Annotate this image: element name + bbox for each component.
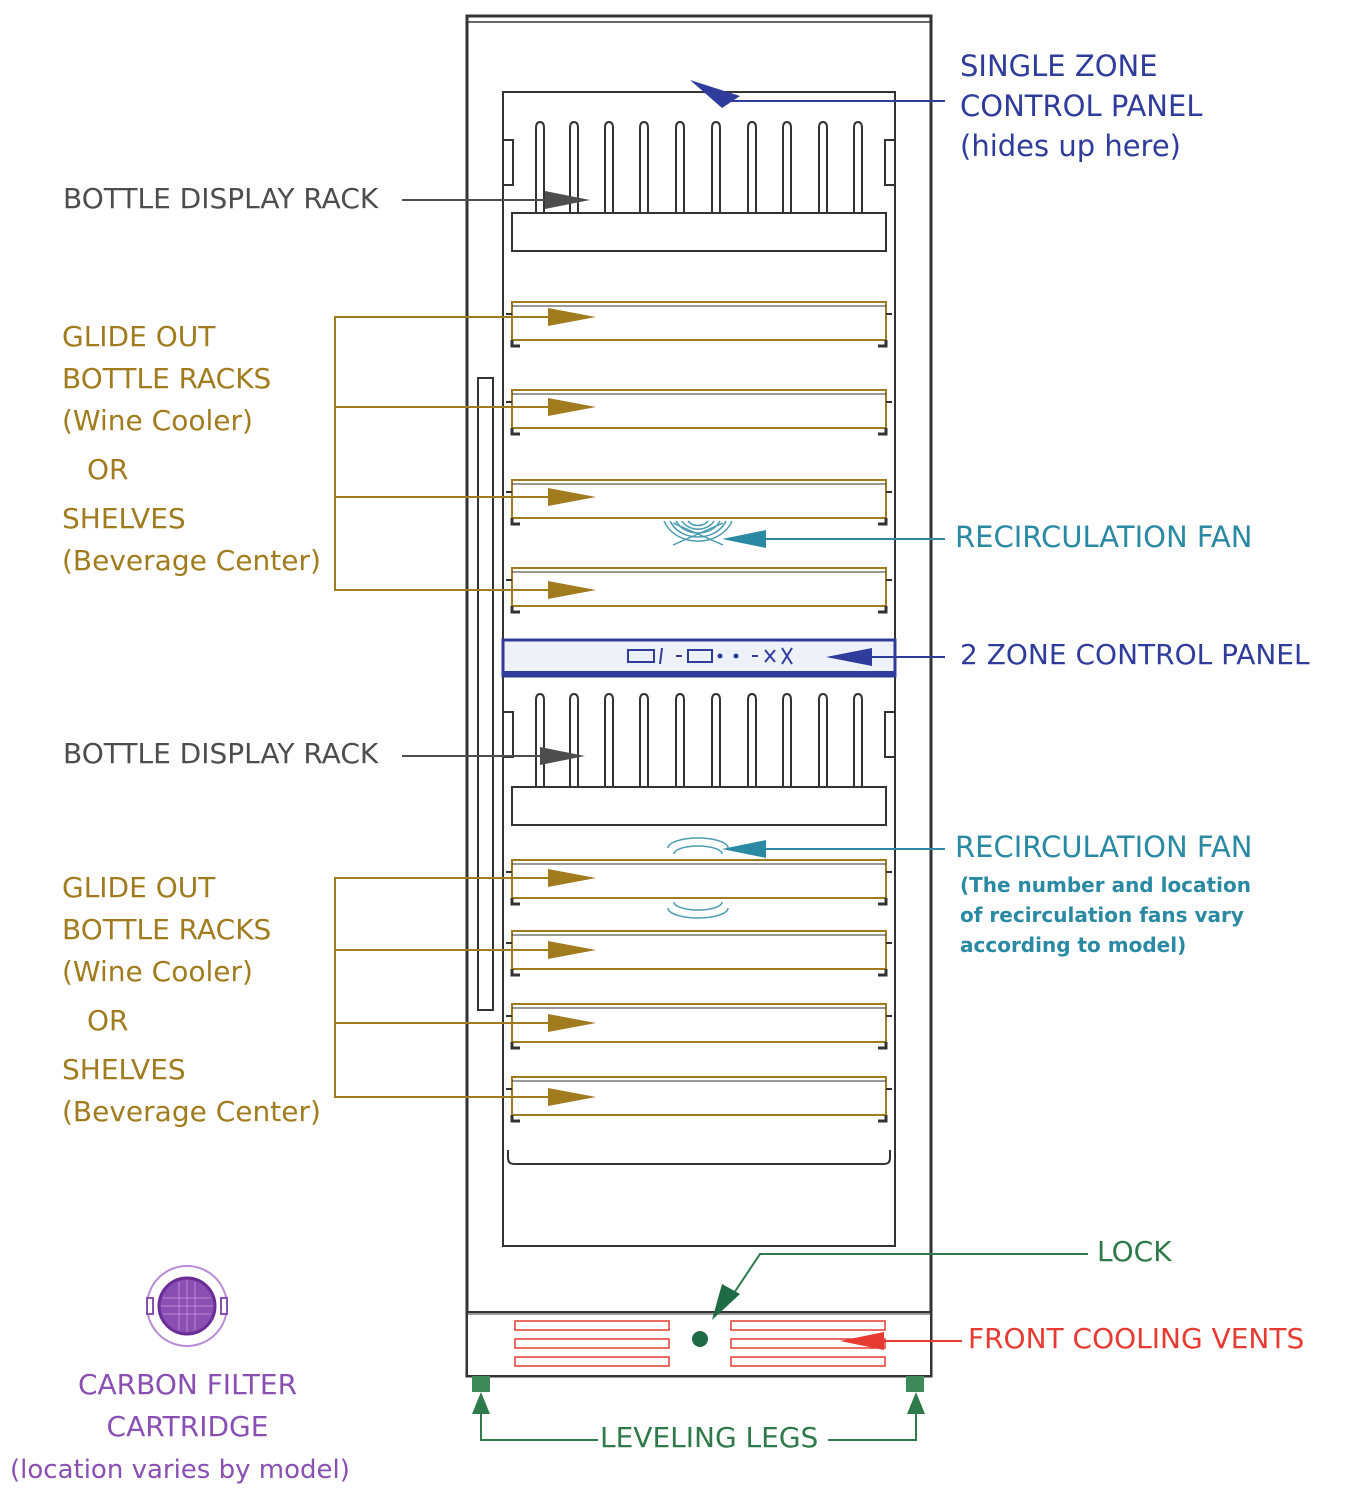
glide-out-rack[interactable]: [506, 567, 892, 614]
rack-wire: [782, 692, 792, 787]
rack-wire: [747, 692, 757, 787]
carbon-filter-note: (location varies by model): [10, 1455, 350, 1485]
glide-out-label-bottom: GLIDE OUT BOTTLE RACKS (Wine Cooler) OR …: [62, 867, 321, 1133]
glide-line: BOTTLE RACKS: [62, 362, 272, 395]
rack-wire: [711, 692, 721, 787]
rack-wire: [818, 692, 828, 787]
rack-wire: [818, 120, 828, 213]
lock-icon[interactable]: [692, 1331, 708, 1347]
glide-line: GLIDE OUT: [62, 871, 216, 904]
rack-wire: [569, 692, 579, 787]
carbon-filter-label: CARBON FILTER CARTRIDGE: [40, 1364, 335, 1448]
glide-line: (Wine Cooler): [62, 955, 253, 988]
glide-racks-top: [506, 301, 892, 614]
carbon-filter-icon: [146, 1265, 228, 1347]
single-zone-line2: CONTROL PANEL: [960, 89, 1203, 123]
rack-wire: [604, 120, 614, 213]
bottle-display-rack-top-drawing: [503, 120, 895, 252]
bottle-display-rack-label-bottom: BOTTLE DISPLAY RACK: [63, 737, 379, 770]
front-cooling-vents-label: FRONT COOLING VENTS: [968, 1322, 1305, 1355]
glide-line: (Beverage Center): [62, 1095, 321, 1128]
glide-racks-bottom: [506, 859, 892, 1123]
rack-wire: [569, 120, 579, 213]
single-zone-line3: (hides up here): [960, 129, 1181, 163]
rack-wire: [675, 120, 685, 213]
glide-line: OR: [87, 1004, 129, 1037]
recirculation-fan-label-top: RECIRCULATION FAN: [955, 520, 1253, 554]
recirculation-fan-label-bottom: RECIRCULATION FAN: [955, 830, 1253, 864]
glide-line: (Wine Cooler): [62, 404, 253, 437]
glide-line: GLIDE OUT: [62, 320, 216, 353]
rack-wire: [853, 692, 863, 787]
fan-icon: [667, 837, 729, 919]
carbon-line: CARBON FILTER: [77, 1368, 298, 1401]
leveling-legs-label: LEVELING LEGS: [600, 1421, 819, 1454]
glide-out-label-top: GLIDE OUT BOTTLE RACKS (Wine Cooler) OR …: [62, 316, 321, 582]
rack-wire: [535, 120, 545, 213]
rack-wire: [711, 120, 721, 213]
two-zone-control-panel-label: 2 ZONE CONTROL PANEL: [960, 638, 1310, 671]
note-line: according to model): [960, 933, 1187, 957]
bottle-display-rack-label-top: BOTTLE DISPLAY RACK: [63, 182, 379, 215]
front-cooling-vents: [514, 1320, 886, 1367]
bottle-display-rack-bottom-drawing: [503, 692, 895, 826]
carbon-line: CARTRIDGE: [106, 1410, 269, 1443]
rack-wire: [639, 120, 649, 213]
control-panel-icon: [627, 647, 793, 665]
single-zone-label: SINGLE ZONE CONTROL PANEL (hides up here…: [960, 46, 1202, 166]
recirculation-note: (The number and location of recirculatio…: [960, 870, 1251, 960]
glide-line: SHELVES: [62, 502, 186, 535]
glide-line: OR: [87, 453, 129, 486]
rack-wire: [604, 692, 614, 787]
leveling-legs-drawing: [472, 1376, 924, 1392]
rack-wire: [782, 120, 792, 213]
fan-icon: [663, 520, 733, 546]
glide-out-rack[interactable]: [506, 301, 892, 348]
rack-wire: [853, 120, 863, 213]
door-handle[interactable]: [477, 377, 494, 1011]
note-line: of recirculation fans vary: [960, 903, 1244, 927]
rack-wire: [639, 692, 649, 787]
note-line: (The number and location: [960, 873, 1251, 897]
lock-label: LOCK: [1097, 1235, 1172, 1268]
rack-wire: [675, 692, 685, 787]
glide-line: SHELVES: [62, 1053, 186, 1086]
rack-wire: [535, 692, 545, 787]
leaders: [334, 80, 1088, 1441]
glide-line: BOTTLE RACKS: [62, 913, 272, 946]
rack-wire: [747, 120, 757, 213]
glide-line: (Beverage Center): [62, 544, 321, 577]
single-zone-line1: SINGLE ZONE: [960, 49, 1158, 83]
